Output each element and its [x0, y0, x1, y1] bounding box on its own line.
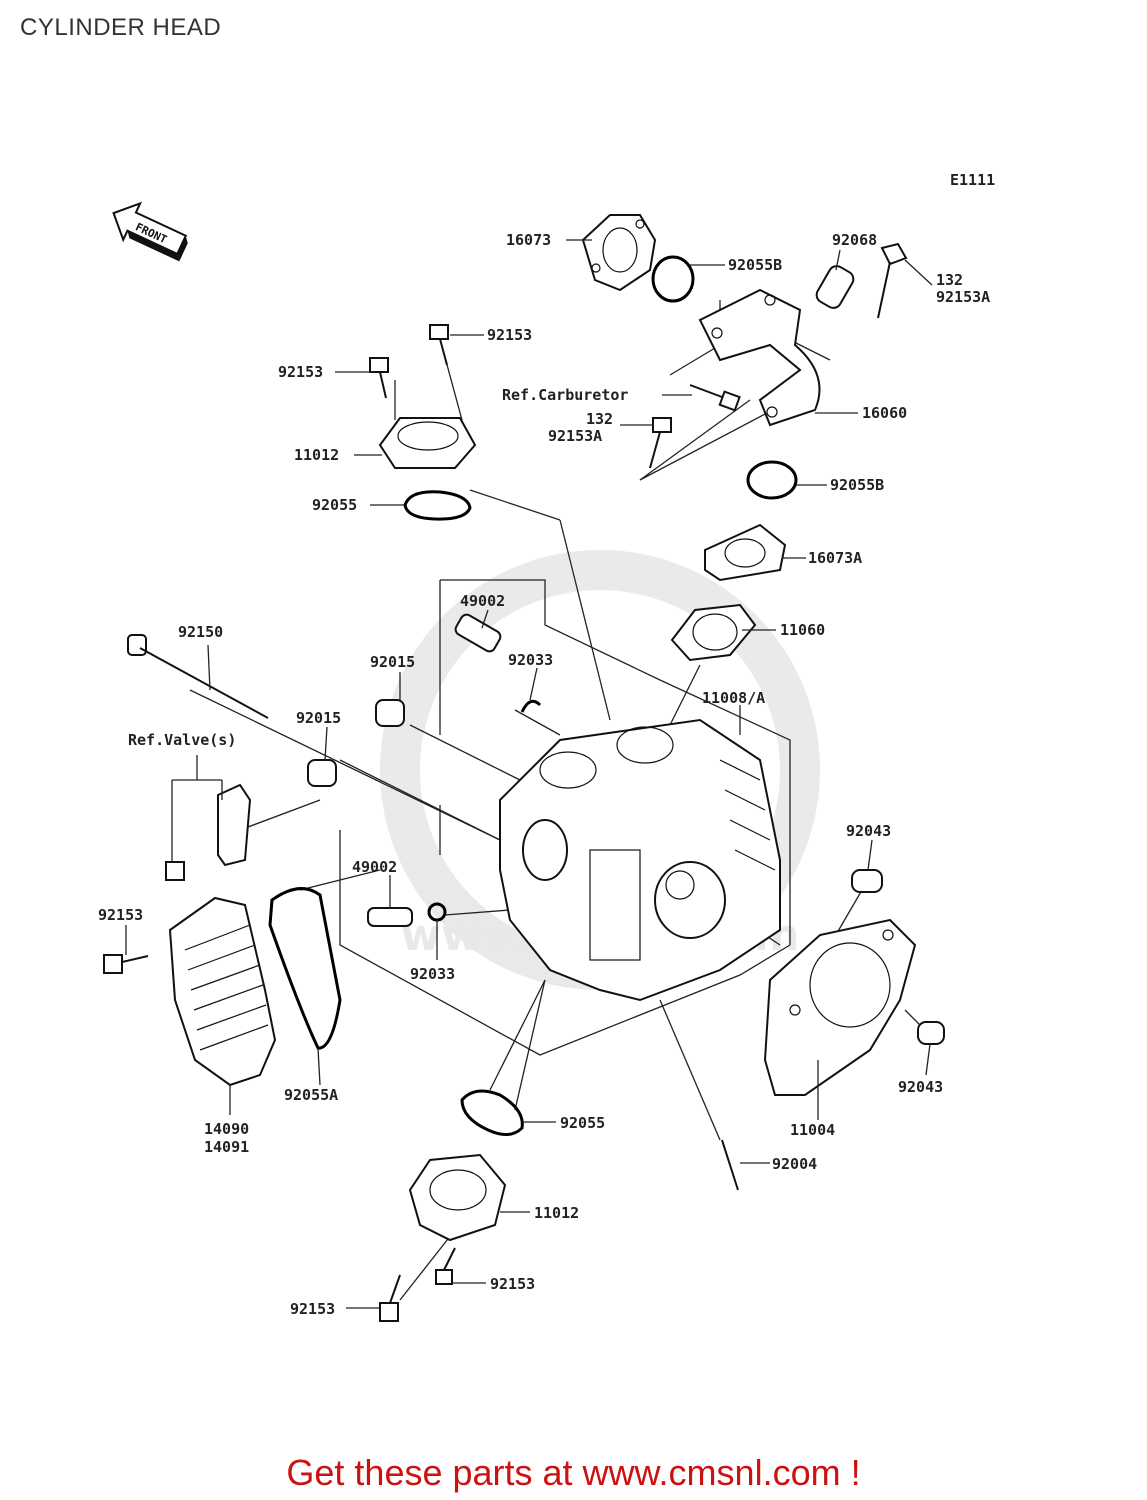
label-92043-top: 92043 — [846, 822, 891, 840]
front-arrow-icon: FRONT — [112, 201, 188, 262]
label-92153-a: 92153 — [487, 326, 532, 344]
part-16073A-gasket — [704, 523, 787, 582]
label-14091: 14091 — [204, 1138, 249, 1156]
part-11012-cap-bot — [408, 1153, 507, 1242]
label-16073A: 16073A — [808, 549, 862, 567]
label-92153-bot-r: 92153 — [490, 1275, 535, 1293]
part-labels: 16073 92055B 92068 132 92153A 92153 9215… — [98, 231, 990, 1318]
label-92153A-mid: 92153A — [548, 427, 602, 445]
page-title: CYLINDER HEAD — [20, 14, 222, 41]
label-92153-bot-l: 92153 — [290, 1300, 335, 1318]
part-92055-oring-bot — [460, 1089, 524, 1136]
label-11012-top: 11012 — [294, 446, 339, 464]
label-92033-bot: 92033 — [410, 965, 455, 983]
part-92153-bolt-bot-r — [435, 1247, 456, 1285]
label-92068: 92068 — [832, 231, 877, 249]
label-49002-top: 49002 — [460, 592, 505, 610]
part-92150-stud — [127, 634, 269, 719]
part-92153-bolt-a — [429, 324, 449, 366]
label-92015-b: 92015 — [296, 709, 341, 727]
part-92153A-bolt-top — [877, 242, 908, 319]
label-11012-bot: 11012 — [534, 1204, 579, 1222]
label-92055A: 92055A — [284, 1086, 338, 1104]
part-16073-gasket — [581, 214, 657, 292]
footer-promo-link[interactable]: Get these parts at www.cmsnl.com ! — [286, 1452, 861, 1493]
part-92055-oring-top — [403, 490, 472, 521]
label-92043-bot: 92043 — [898, 1078, 943, 1096]
part-49002-bot — [367, 907, 413, 927]
part-11012-cap-top — [378, 417, 477, 469]
part-92043-dowel-bot — [917, 1021, 945, 1045]
part-14090-cover — [168, 896, 277, 1087]
label-49002-bot: 49002 — [352, 858, 397, 876]
part-92153A-bolt-mid — [649, 417, 672, 469]
label-132-mid: 132 — [586, 410, 613, 428]
reference-lines — [189, 300, 926, 1301]
part-92015-nut-b — [307, 759, 337, 787]
label-92033-top: 92033 — [508, 651, 553, 669]
part-92055B-oring-mid — [746, 460, 798, 500]
part-92055A-gasket — [268, 887, 342, 1050]
label-11008A: 11008/A — [702, 689, 765, 707]
part-92068-dowel — [815, 265, 855, 309]
part-92153-bolt-bot-l — [379, 1274, 401, 1322]
label-16073: 16073 — [506, 231, 551, 249]
part-valve-plate — [165, 783, 252, 881]
part-92043-dowel-top — [851, 869, 883, 893]
part-11008A-cylinder-head — [499, 718, 781, 1002]
label-92055B-mid: 92055B — [830, 476, 884, 494]
label-11060: 11060 — [780, 621, 825, 639]
label-132-top: 132 — [936, 271, 963, 289]
label-92150: 92150 — [178, 623, 223, 641]
part-11004-gasket — [763, 918, 917, 1096]
part-92153-bolt-b — [369, 357, 389, 399]
label-92055-bot: 92055 — [560, 1114, 605, 1132]
label-92153-b: 92153 — [278, 363, 323, 381]
part-92055B-oring-top — [651, 255, 695, 303]
part-carburetor-bolt — [689, 384, 741, 412]
label-92004: 92004 — [772, 1155, 817, 1173]
label-16060: 16060 — [862, 404, 907, 422]
leader-lines — [125, 239, 933, 1309]
label-ref-valve: Ref.Valve(s) — [128, 731, 236, 749]
exploded-parts-diagram: www.cmsnl.com E1111 FRONT — [98, 171, 995, 1322]
label-92055-top: 92055 — [312, 496, 357, 514]
part-92015-nut-a — [375, 699, 405, 727]
part-11060-insulator — [670, 603, 757, 662]
label-ref-carburetor: Ref.Carburetor — [502, 386, 628, 404]
label-92015-a: 92015 — [370, 653, 415, 671]
part-16060-intake-pipe — [698, 288, 821, 427]
label-92153A-top: 92153A — [936, 288, 990, 306]
diagram-code: E1111 — [950, 171, 995, 189]
label-92153-left: 92153 — [98, 906, 143, 924]
part-92033-clip-top — [520, 699, 542, 713]
label-11004: 11004 — [790, 1121, 835, 1139]
part-92004-stud — [721, 1139, 739, 1191]
label-92055B-top: 92055B — [728, 256, 782, 274]
label-14090: 14090 — [204, 1120, 249, 1138]
part-92153-bolt-left — [103, 954, 149, 974]
